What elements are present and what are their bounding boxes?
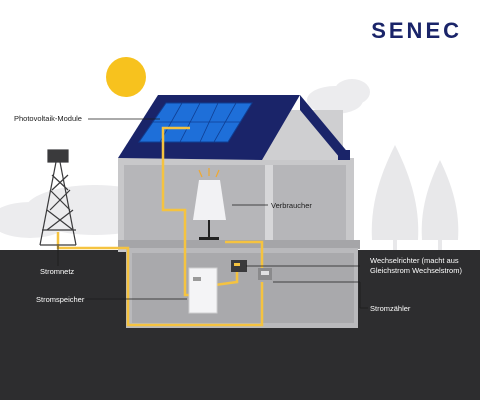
solar-panel xyxy=(138,102,253,143)
label-meter: Stromzähler xyxy=(370,304,411,313)
lamp-icon xyxy=(193,168,226,240)
background-trees xyxy=(371,145,459,250)
senec-logo: SENEC xyxy=(371,18,462,43)
pylon-icon xyxy=(39,149,77,246)
label-inverter: Wechselrichter (macht aus Gleichstrom We… xyxy=(370,256,462,275)
label-pv-modules: Photovoltaik-Module xyxy=(14,114,82,123)
label-grid: Stromnetz xyxy=(40,267,75,276)
floor-slab xyxy=(118,240,360,249)
label-storage: Stromspeicher xyxy=(36,295,85,304)
leader-lines xyxy=(57,118,368,309)
label-consumer: Verbraucher xyxy=(271,201,312,210)
sun xyxy=(106,57,146,97)
battery-storage xyxy=(188,267,218,314)
